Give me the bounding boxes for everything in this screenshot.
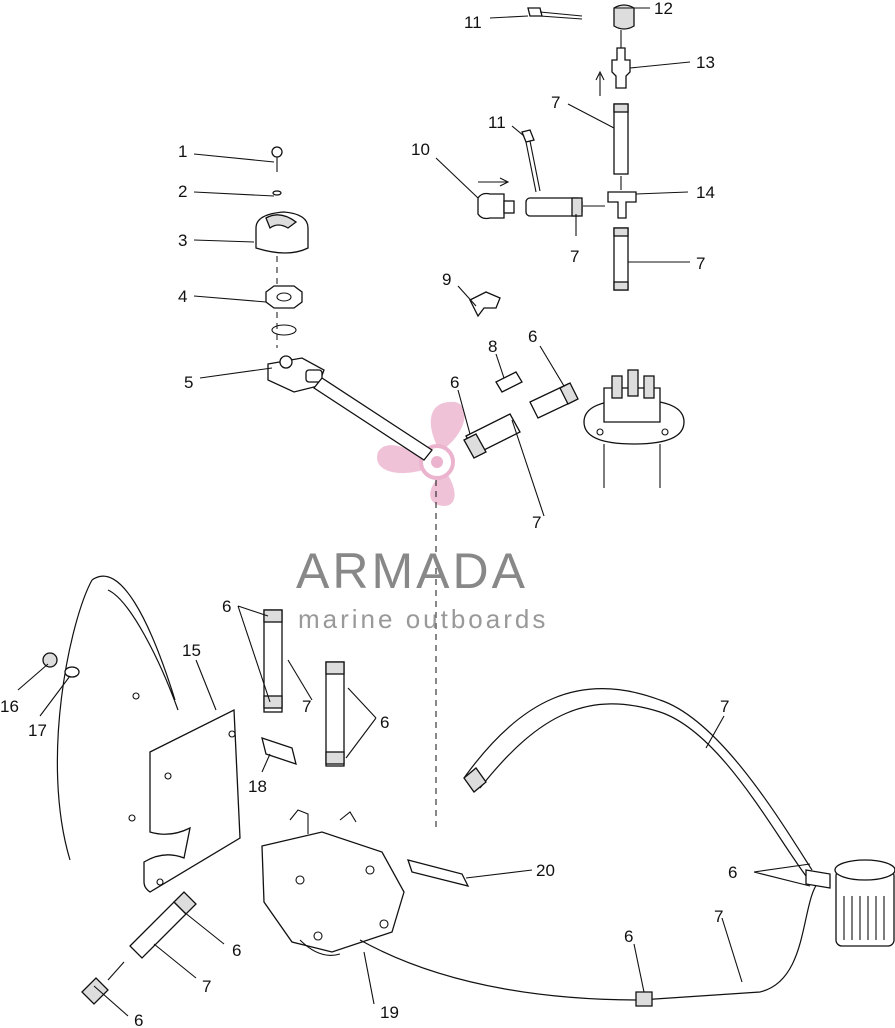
- fuel-connector-middle: [435, 291, 685, 830]
- callout-8: 8: [488, 337, 497, 356]
- watermark-tagline: marine outboards: [298, 604, 548, 634]
- callout-7-tee-right: 7: [696, 254, 705, 273]
- callout-4: 4: [178, 287, 187, 306]
- callout-labels: 11 12 13 7 11 10 14 7 7 1 2 3 4 5 9 8 6 …: [0, 0, 737, 1028]
- fuel-tee-assembly: [477, 4, 637, 291]
- callout-16: 16: [0, 697, 19, 716]
- callout-6-lower-b: 6: [134, 1011, 143, 1028]
- fuel-filter: [805, 859, 895, 947]
- callout-7-lower: 7: [202, 977, 211, 996]
- callout-5: 5: [184, 373, 193, 392]
- callout-14: 14: [696, 183, 715, 202]
- callout-6-pump-right: 6: [380, 713, 389, 732]
- callout-10: 10: [411, 140, 430, 159]
- callout-20: 20: [536, 861, 555, 880]
- callout-7-mid: 7: [532, 513, 541, 532]
- callout-7-top: 7: [551, 93, 560, 112]
- callout-2: 2: [178, 182, 187, 201]
- callout-17: 17: [28, 721, 47, 740]
- fuel-tank-connector: [583, 369, 685, 488]
- callout-19: 19: [380, 1003, 399, 1022]
- callout-7-hose: 7: [720, 697, 729, 716]
- watermark-brand: ARMADA: [296, 543, 528, 599]
- callout-1: 1: [178, 142, 187, 161]
- callout-6-pump-left: 6: [222, 597, 231, 616]
- callout-11-mid: 11: [488, 113, 506, 132]
- callout-11-top: 11: [464, 13, 482, 32]
- fuel-pump-assembly: [42, 575, 895, 1007]
- leader-lines: [17, 7, 811, 1017]
- callout-6-lower-a: 6: [232, 941, 241, 960]
- callout-6-filter: 6: [728, 863, 737, 882]
- callout-6-hose-end: 6: [624, 927, 633, 946]
- callout-12: 12: [654, 0, 673, 18]
- primer-knob-assembly: [255, 146, 433, 461]
- callout-13: 13: [696, 53, 715, 72]
- callout-15: 15: [182, 641, 201, 660]
- callout-18: 18: [248, 777, 267, 796]
- callout-7-tee-left: 7: [570, 247, 579, 266]
- callout-7-filter: 7: [714, 907, 723, 926]
- callout-6-mid-right: 6: [528, 327, 537, 346]
- callout-6-mid-left: 6: [450, 373, 459, 392]
- callout-3: 3: [178, 231, 187, 250]
- callout-7-pump: 7: [302, 697, 311, 716]
- callout-9: 9: [442, 270, 451, 289]
